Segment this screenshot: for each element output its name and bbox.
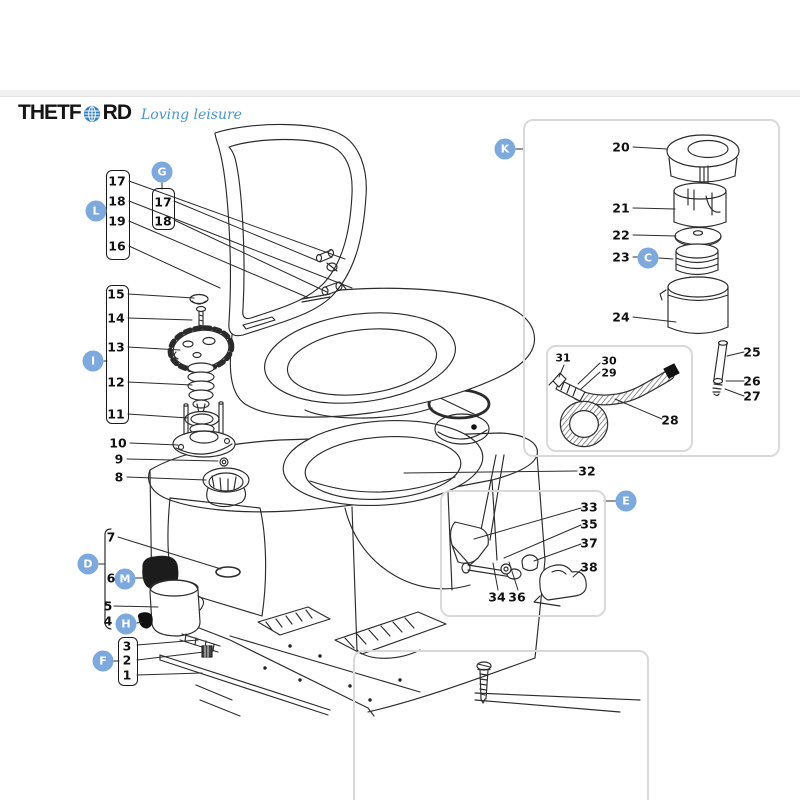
badge-H: H: [115, 613, 137, 635]
part-label-6: 6: [106, 570, 116, 586]
part-label-15: 15: [107, 286, 125, 302]
part-label-26: 26: [743, 373, 761, 389]
logo-text-right: RD: [102, 101, 132, 124]
part-label-18b: 18: [154, 213, 172, 229]
part-label-33: 33: [580, 499, 598, 515]
badge-C: C: [637, 247, 659, 269]
part-label-34: 34: [488, 589, 506, 605]
part-label-37: 37: [580, 535, 598, 551]
filter-container-drawing: [137, 555, 241, 637]
inset-box-pedal: [440, 490, 606, 617]
screw-drawing: [476, 661, 492, 704]
part-label-12: 12: [107, 374, 125, 390]
part-label-25: 25: [743, 344, 761, 360]
pedal-parts-drawing: [449, 521, 587, 607]
part-label-27: 27: [743, 388, 761, 404]
thetford-logo: THETF RD Loving leisure: [18, 101, 242, 125]
part-label-21: 21: [612, 200, 630, 216]
part-label-30: 30: [601, 354, 617, 368]
part-label-18: 18: [108, 193, 126, 209]
label-box-fill-group: [106, 285, 129, 424]
inset-box-pump: [546, 345, 693, 452]
part-label-1: 1: [122, 667, 132, 683]
badge-M: M: [114, 568, 136, 590]
part-label-31: 31: [555, 351, 571, 365]
pointer-lines: [98, 146, 745, 676]
part-label-16: 16: [108, 238, 126, 254]
part-label-13: 13: [107, 339, 125, 355]
badge-G: G: [151, 161, 173, 183]
part-label-11: 11: [107, 406, 125, 422]
part-label-24: 24: [612, 309, 630, 325]
badge-E: E: [615, 490, 637, 512]
part-label-10: 10: [109, 435, 127, 451]
pump-hose-drawing: [548, 363, 680, 448]
badge-F: F: [92, 650, 114, 672]
part-label-19: 19: [108, 213, 126, 229]
part-label-14: 14: [107, 310, 125, 326]
part-label-22: 22: [612, 227, 630, 243]
part-label-7: 7: [106, 529, 116, 545]
part-label-29: 29: [601, 366, 617, 380]
part-label-36: 36: [508, 589, 526, 605]
part-label-32: 32: [578, 463, 596, 479]
logo-text-left: THETF: [18, 101, 82, 124]
label-box-hinge-group: [152, 188, 175, 230]
part-label-28: 28: [661, 412, 679, 428]
part-label-2: 2: [122, 652, 132, 668]
badge-D: D: [77, 553, 99, 575]
inset-box-k: [523, 119, 780, 457]
badge-K: K: [494, 138, 516, 160]
label-box-frame-group: [118, 637, 138, 686]
part-label-38: 38: [580, 559, 598, 575]
badge-I: I: [82, 350, 104, 372]
part-label-5: 5: [103, 598, 113, 614]
part-label-17b: 17: [154, 194, 172, 210]
part-label-20: 20: [612, 139, 630, 155]
part-label-8: 8: [114, 469, 124, 485]
part-label-23: 23: [612, 249, 630, 265]
badge-L: L: [85, 200, 107, 222]
inset-box-screw: [353, 650, 649, 800]
globe-icon: [83, 106, 100, 122]
label-box-lid-group: [106, 170, 130, 260]
logo-tagline: Loving leisure: [141, 107, 242, 123]
part-label-3: 3: [122, 638, 132, 654]
toilet-lid-drawing: [214, 123, 367, 337]
part-label-17: 17: [108, 173, 126, 189]
toilet-seat-drawing: [229, 287, 535, 419]
header-divider: [0, 90, 800, 97]
part-label-9: 9: [114, 451, 124, 467]
part-label-35: 35: [580, 516, 598, 532]
part-label-4: 4: [103, 613, 113, 629]
fill-assembly-drawing: [167, 293, 250, 508]
